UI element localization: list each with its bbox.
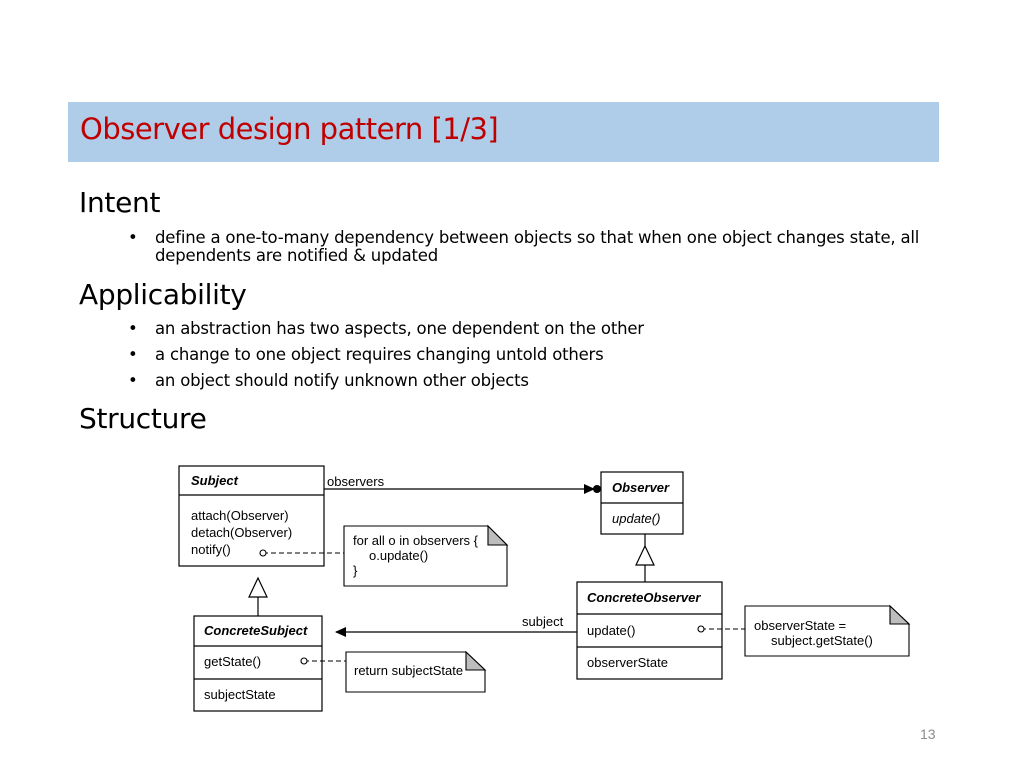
note-anchor-icon: [697, 625, 705, 633]
note-anchor-icon: [259, 549, 267, 557]
note-fold-icon: [889, 604, 911, 625]
inheritance-triangle-icon: [248, 576, 268, 598]
note-line: observerState =: [754, 618, 846, 633]
observers-role-label: observers: [327, 474, 385, 489]
note-line: subject.getState(): [771, 633, 873, 648]
title-bar: Observer design pattern [1/3]: [68, 102, 939, 162]
subject-role-label: subject: [522, 614, 564, 629]
intent-heading: Intent: [79, 186, 161, 219]
structure-heading: Structure: [79, 402, 207, 435]
note-line: }: [353, 563, 358, 578]
subject-class: Subject attach(Observer) detach(Observer…: [178, 465, 325, 567]
note-fold-icon: [487, 524, 509, 546]
intent-bullet: define a one-to-many dependency between …: [128, 229, 1008, 265]
note-anchor-icon: [300, 657, 308, 665]
page-number: 13: [920, 726, 936, 742]
applicability-heading: Applicability: [79, 278, 247, 311]
observers-association: observers: [324, 474, 601, 494]
notify-note: for all o in observers { o.update() }: [259, 524, 509, 587]
note-line: for all o in observers {: [353, 533, 479, 548]
get-state-note: return subjectState: [300, 650, 487, 693]
observer-method: update(): [612, 511, 660, 526]
intent-list: define a one-to-many dependency between …: [128, 229, 1008, 273]
multiplicity-dot-icon: [593, 485, 601, 493]
note-fold-icon: [465, 650, 487, 671]
concrete-subject-class-name: ConcreteSubject: [204, 623, 308, 638]
concrete-subject-method: getState(): [204, 654, 261, 669]
subject-method: detach(Observer): [191, 525, 292, 540]
concrete-observer-method: update(): [587, 623, 635, 638]
subject-generalization: [248, 576, 268, 616]
inheritance-triangle-icon: [635, 544, 655, 566]
concrete-observer-class-name: ConcreteObserver: [587, 590, 701, 605]
applicability-bullet: an abstraction has two aspects, one depe…: [128, 320, 644, 339]
note-line: o.update(): [369, 548, 428, 563]
slide-title: Observer design pattern [1/3]: [80, 112, 499, 146]
observer-class-name: Observer: [612, 480, 670, 495]
applicability-bullet: an object should notify unknown other ob…: [128, 372, 644, 391]
subject-association: subject: [335, 614, 577, 637]
subject-method: notify(): [191, 542, 231, 557]
concrete-subject-class: ConcreteSubject getState() subjectState: [193, 615, 323, 712]
applicability-list: an abstraction has two aspects, one depe…: [128, 320, 644, 398]
subject-method: attach(Observer): [191, 508, 289, 523]
update-note: observerState = subject.getState(): [697, 604, 911, 657]
applicability-bullet: a change to one object requires changing…: [128, 346, 644, 365]
concrete-observer-attribute: observerState: [587, 655, 668, 670]
observer-generalization: [635, 534, 655, 582]
observer-class: Observer update(): [600, 471, 684, 535]
concrete-observer-class: ConcreteObserver update() observerState: [576, 581, 723, 680]
subject-class-name: Subject: [191, 473, 239, 488]
concrete-subject-attribute: subjectState: [204, 687, 276, 702]
note-line: return subjectState: [354, 663, 463, 678]
